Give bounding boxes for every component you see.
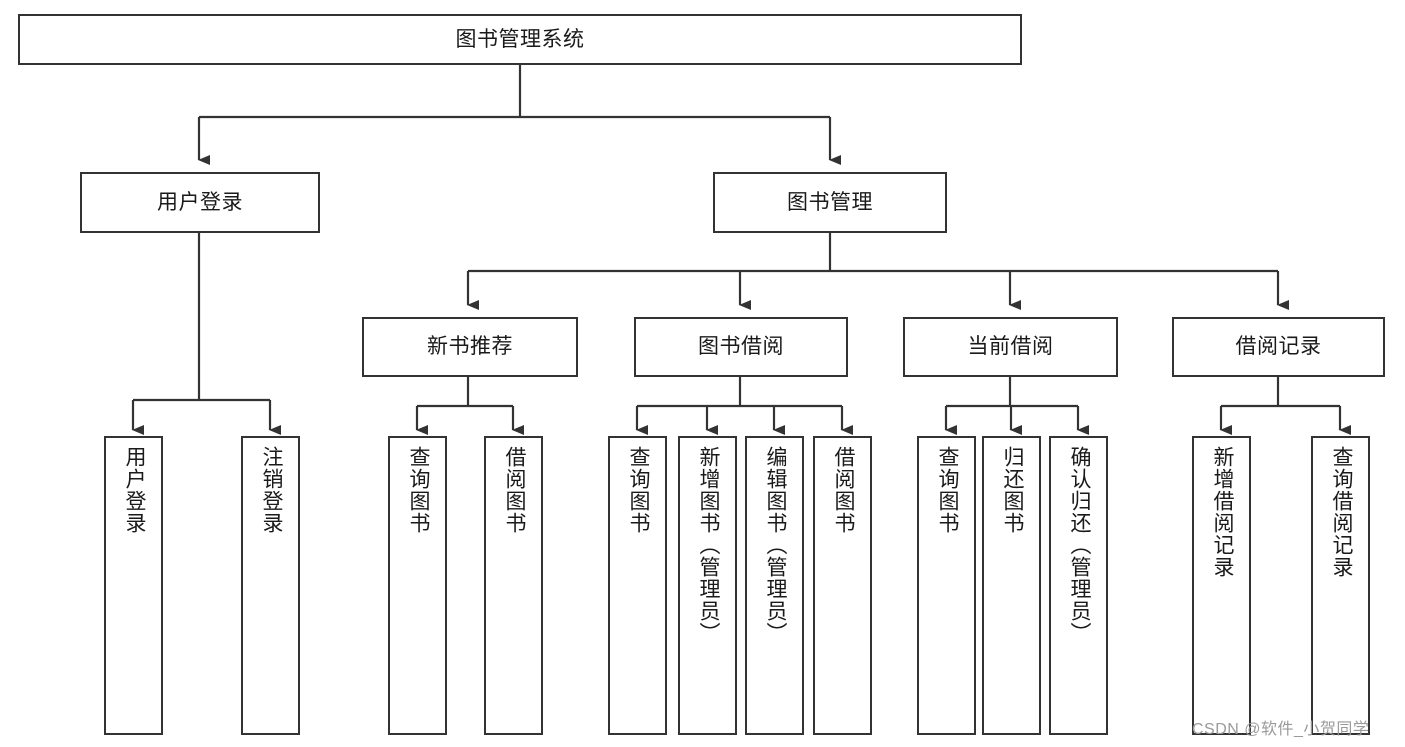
leaf-user-login[interactable]: 用户登录	[104, 436, 163, 735]
node-root-system[interactable]: 图书管理系统	[18, 14, 1022, 65]
leaf-borrow-book-borrow[interactable]: 借阅图书	[813, 436, 872, 735]
leaf-label: 确认归还（管理员）	[1067, 446, 1091, 644]
leaf-query-borrow-record[interactable]: 查询借阅记录	[1311, 436, 1370, 735]
leaf-label: 借阅图书	[831, 446, 855, 534]
leaf-label: 用户登录	[122, 446, 146, 534]
node-label: 新书推荐	[427, 335, 513, 359]
node-label: 用户登录	[157, 190, 243, 214]
node-book-manage[interactable]: 图书管理	[713, 172, 947, 233]
leaf-return-book[interactable]: 归还图书	[982, 436, 1041, 735]
csdn-watermark: CSDN @软件_小贺同学	[1192, 721, 1370, 738]
node-new-book-recommend[interactable]: 新书推荐	[362, 317, 578, 377]
node-borrow-record[interactable]: 借阅记录	[1172, 317, 1385, 377]
leaf-add-book-admin[interactable]: 新增图书（管理员）	[678, 436, 737, 735]
leaf-query-book-recommend[interactable]: 查询图书	[388, 436, 447, 735]
leaf-label: 注销登录	[259, 446, 283, 534]
node-label: 图书管理系统	[455, 27, 585, 51]
node-book-borrow[interactable]: 图书借阅	[634, 317, 848, 377]
leaf-label: 借阅图书	[502, 446, 526, 534]
leaf-label: 编辑图书（管理员）	[763, 446, 787, 644]
leaf-label: 查询图书	[406, 446, 430, 534]
leaf-confirm-return-admin[interactable]: 确认归还（管理员）	[1049, 436, 1108, 735]
leaf-label: 查询借阅记录	[1329, 446, 1353, 578]
leaf-logout-login[interactable]: 注销登录	[241, 436, 300, 735]
node-label: 当前借阅	[967, 335, 1054, 359]
leaf-label: 查询图书	[935, 446, 959, 534]
node-label: 图书借阅	[698, 335, 784, 359]
leaf-label: 归还图书	[1000, 446, 1024, 534]
leaf-edit-book-admin[interactable]: 编辑图书（管理员）	[745, 436, 804, 735]
node-current-borrow[interactable]: 当前借阅	[903, 317, 1118, 377]
leaf-label: 查询图书	[626, 446, 650, 534]
node-label: 借阅记录	[1235, 335, 1322, 359]
leaf-label: 新增借阅记录	[1210, 446, 1234, 578]
leaf-query-book-current[interactable]: 查询图书	[917, 436, 976, 735]
node-user-login[interactable]: 用户登录	[80, 172, 320, 233]
leaf-borrow-book-recommend[interactable]: 借阅图书	[484, 436, 543, 735]
leaf-add-borrow-record[interactable]: 新增借阅记录	[1192, 436, 1251, 735]
node-label: 图书管理	[787, 190, 873, 214]
leaf-label: 新增图书（管理员）	[696, 446, 720, 644]
leaf-query-book-borrow[interactable]: 查询图书	[608, 436, 667, 735]
